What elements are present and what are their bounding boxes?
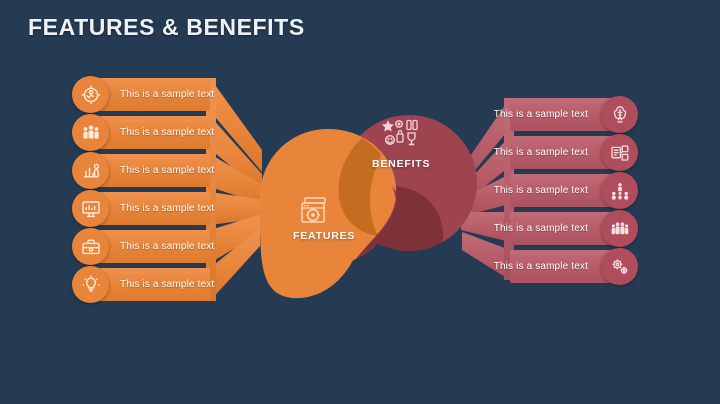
list-item[interactable]: This is a sample text (494, 172, 638, 209)
list-item[interactable]: This is a sample text (72, 76, 214, 113)
page-title: FEATURES & BENEFITS (28, 14, 305, 40)
list-item-label: This is a sample text (120, 165, 215, 176)
list-item[interactable]: This is a sample text (494, 248, 638, 285)
list-item-label: This is a sample text (120, 203, 215, 214)
idea-bulb-icon (72, 266, 109, 303)
window-gear-icon (299, 196, 329, 231)
list-item[interactable]: This is a sample text (72, 228, 214, 265)
crowd-group-icon (601, 210, 638, 247)
list-item[interactable]: This is a sample text (494, 96, 638, 133)
gear-cluster-icon (601, 248, 638, 285)
list-item-label: This is a sample text (493, 185, 588, 196)
benefits-center-label: BENEFITS (372, 158, 431, 170)
list-item-label: This is a sample text (120, 241, 215, 252)
team-group-icon (72, 114, 109, 151)
features-center-label: FEATURES (293, 230, 356, 242)
list-item-label: This is a sample text (493, 109, 588, 120)
list-item[interactable]: This is a sample text (494, 134, 638, 171)
brain-network-icon (601, 96, 638, 133)
briefcase-settings-icon (72, 228, 109, 265)
list-item-label: This is a sample text (493, 261, 588, 272)
list-item-label: This is a sample text (120, 89, 215, 100)
list-item[interactable]: This is a sample text (494, 210, 638, 247)
list-item-label: This is a sample text (493, 147, 588, 158)
monitor-analytics-icon (72, 190, 109, 227)
list-item[interactable]: This is a sample text (72, 266, 214, 303)
list-item-label: This is a sample text (120, 127, 215, 138)
list-item-label: This is a sample text (493, 223, 588, 234)
people-network-icon (601, 172, 638, 209)
document-share-icon (601, 134, 638, 171)
presenter-chart-icon (72, 152, 109, 189)
left-connector-funnel (206, 78, 264, 301)
benefits-cluster-icon (382, 118, 422, 155)
list-item[interactable]: This is a sample text (72, 152, 214, 189)
list-item[interactable]: This is a sample text (72, 190, 214, 227)
list-item-label: This is a sample text (120, 279, 215, 290)
handshake-gear-icon (72, 76, 109, 113)
list-item[interactable]: This is a sample text (72, 114, 214, 151)
